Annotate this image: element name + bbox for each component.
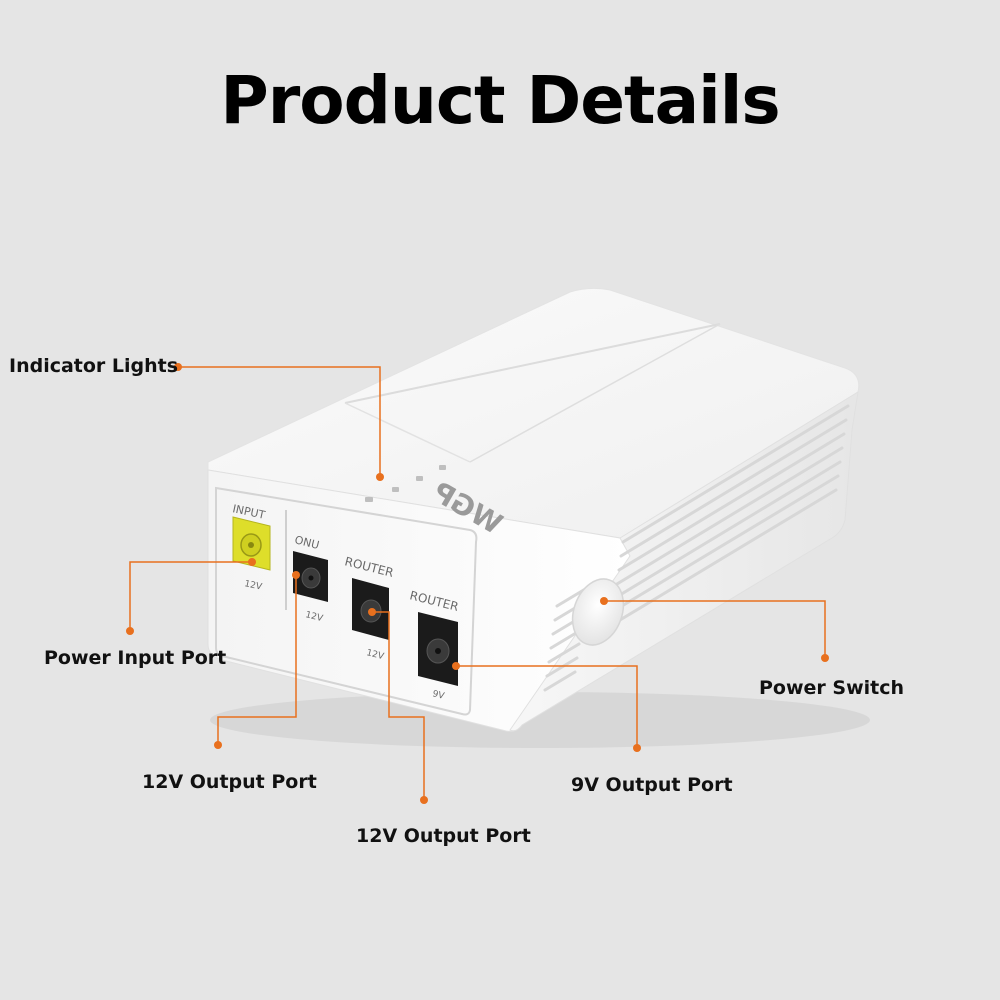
callout-9v-output-port: 9V Output Port bbox=[571, 774, 733, 796]
side-vents bbox=[543, 404, 850, 692]
top-panel-seam bbox=[344, 323, 721, 404]
onu-label: ONU bbox=[293, 533, 320, 552]
output-12v-onu-leader bbox=[217, 575, 297, 745]
callout-12v-output-port-router: 12V Output Port bbox=[356, 825, 531, 847]
top-panel-seam-2 bbox=[469, 323, 721, 463]
port-panel-frame bbox=[215, 486, 478, 716]
power-switch-leader bbox=[604, 600, 826, 658]
power-switch-button bbox=[571, 578, 625, 646]
indicator-lights-leader bbox=[178, 366, 381, 477]
page-title: Product Details bbox=[220, 62, 780, 139]
device-shadow bbox=[210, 692, 870, 748]
indicator-lights bbox=[365, 465, 446, 502]
output-9v-leader bbox=[456, 665, 638, 748]
router2-voltage-label: 9V bbox=[431, 689, 446, 702]
input-voltage-label: 12V bbox=[243, 579, 263, 593]
callout-power-input-port: Power Input Port bbox=[44, 647, 227, 669]
router1-voltage-label: 12V bbox=[365, 648, 385, 662]
power-input-leader bbox=[129, 561, 252, 631]
output-12v-router-leader bbox=[372, 611, 425, 800]
top-panel-seam-3 bbox=[344, 402, 471, 463]
callout-indicator-lights: Indicator Lights bbox=[9, 355, 179, 377]
callout-power-switch: Power Switch bbox=[759, 677, 905, 699]
callout-12v-output-port-onu: 12V Output Port bbox=[142, 771, 317, 793]
onu-voltage-label: 12V bbox=[304, 610, 324, 624]
